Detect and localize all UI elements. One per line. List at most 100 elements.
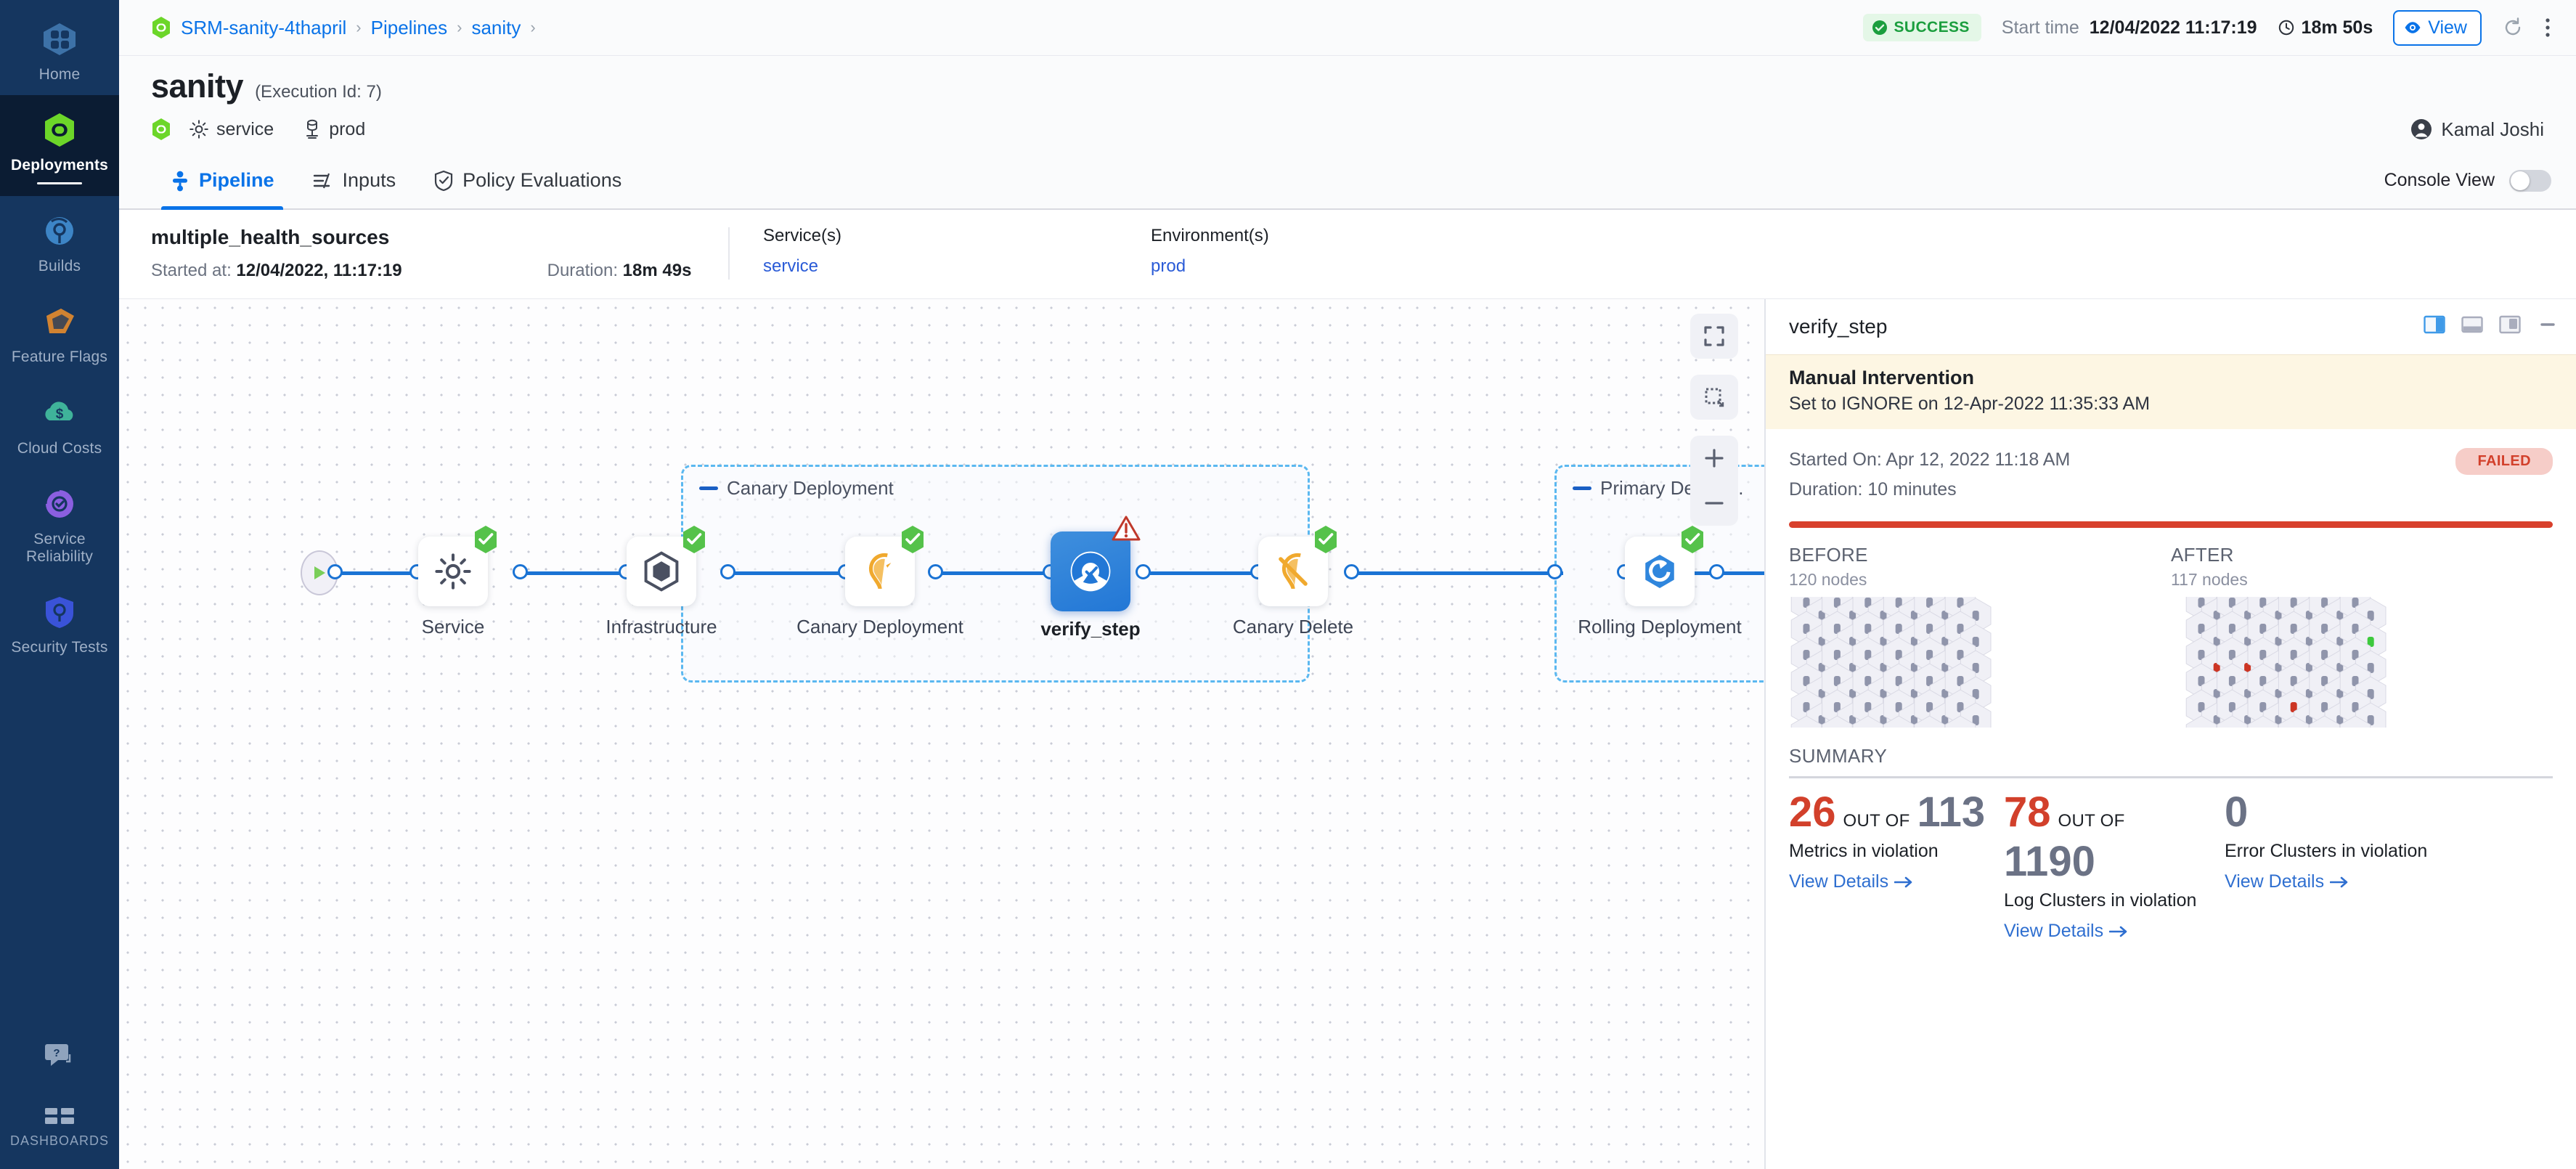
service-chip-label: service <box>216 118 274 139</box>
sidebar-item-deployments[interactable]: Deployments <box>0 95 119 197</box>
avatar-icon <box>2411 119 2432 139</box>
pipeline-node-rolling-deployment[interactable]: Rolling Deployment <box>1578 526 1742 638</box>
started-on: Started On: Apr 12, 2022 11:18 AM <box>1789 449 2071 470</box>
console-view-label: Console View <box>2384 170 2495 190</box>
sidebar-item-cloud-costs[interactable]: $ Cloud Costs <box>0 378 119 469</box>
minimize-icon[interactable] <box>2537 314 2559 341</box>
pipeline-node-canary-delete[interactable]: Canary Delete <box>1233 526 1353 638</box>
breadcrumb-item-pipeline[interactable]: sanity <box>471 16 521 38</box>
select-area-icon[interactable] <box>1690 375 1738 420</box>
arrow-right-icon <box>1894 876 1912 887</box>
step-duration: Duration: 10 minutes <box>1789 479 1957 500</box>
node-label: Infrastructure <box>606 616 717 638</box>
environment-chip-label: prod <box>329 118 366 139</box>
builds-icon <box>46 217 73 245</box>
security-tests-icon <box>46 596 73 628</box>
summary-line: 26 OUT OF 113 <box>1789 791 2001 834</box>
panel-float-icon[interactable] <box>2499 314 2521 341</box>
zoom-out-icon[interactable] <box>1690 481 1738 526</box>
summary-line: 78 OUT OF 1190 <box>2004 791 2222 883</box>
sidebar-item-label: Security Tests <box>11 638 108 656</box>
fit-to-screen-icon[interactable] <box>1690 314 1738 359</box>
flow-edge <box>522 571 629 575</box>
refresh-icon[interactable] <box>2502 17 2524 38</box>
canary-delete-icon <box>1279 553 1308 590</box>
view-details-label: View Details <box>2004 921 2104 941</box>
view-details-link[interactable]: View Details <box>2004 921 2128 942</box>
sidebar-item-builds[interactable]: Builds <box>0 196 119 287</box>
start-time-label: Start time <box>2001 17 2079 38</box>
view-details-link[interactable]: View Details <box>1789 871 1913 892</box>
console-view-switch[interactable] <box>2509 169 2551 192</box>
collapse-dash-icon[interactable] <box>699 486 718 490</box>
environments-value[interactable]: prod <box>1151 256 1186 276</box>
divider <box>728 227 730 280</box>
breadcrumb-item-project[interactable]: SRM-sanity-4thapril <box>181 16 347 38</box>
more-vertical-icon[interactable] <box>2544 17 2551 38</box>
sidebar-item-dashboards[interactable]: DASHBOARDS <box>0 1092 119 1169</box>
summary-item-error-clusters: 0 Error Clusters in violation View Detai… <box>2225 791 2442 893</box>
environment-chip[interactable]: prod <box>303 119 365 140</box>
zoom-in-icon[interactable] <box>1690 436 1738 481</box>
banner-title: Manual Intervention <box>1789 367 1975 388</box>
canary-icon <box>868 553 892 590</box>
view-details-link[interactable]: View Details <box>2225 871 2349 892</box>
view-details-label: View Details <box>2225 871 2325 892</box>
status-badge-success <box>680 525 708 559</box>
body-split: Canary Deployment Primary Deploy... <box>119 298 2576 1169</box>
service-chip[interactable]: service <box>189 119 274 140</box>
pipeline-node-verify-step[interactable]: verify_step <box>1040 516 1141 640</box>
arrow-right-icon <box>2109 926 2127 937</box>
breadcrumb-separator: › <box>530 18 536 36</box>
pipeline-name: multiple_health_sources <box>151 226 390 248</box>
step-title: verify_step <box>1789 315 1888 338</box>
pipeline-node-infrastructure[interactable]: Infrastructure <box>606 526 717 638</box>
sidebar-item-home[interactable]: Home <box>0 0 119 95</box>
svg-text:$: $ <box>56 407 64 422</box>
services-value[interactable]: service <box>763 256 819 276</box>
pipeline-node-canary-deployment[interactable]: Canary Deployment <box>796 526 963 638</box>
sidebar-item-label: Builds <box>38 258 81 275</box>
breadcrumb-separator: › <box>356 18 362 36</box>
step-details-panel: verify_step <box>1764 299 2576 1169</box>
console-view-toggle[interactable]: Console View <box>2384 152 2551 208</box>
flow-port <box>1344 564 1359 579</box>
help-chat-button[interactable]: ? <box>0 1028 119 1092</box>
status-badge-success <box>1312 525 1340 559</box>
flow-edge <box>1351 571 1563 575</box>
view-button-label: View <box>2428 17 2467 38</box>
view-button[interactable]: View <box>2393 9 2482 46</box>
step-details-header: verify_step <box>1766 299 2576 354</box>
sidebar-item-label: Cloud Costs <box>17 439 102 457</box>
before-hex-grid[interactable] <box>1789 596 2158 728</box>
collapse-dash-icon[interactable] <box>1573 486 1591 490</box>
title-row: sanity (Execution Id: 7) <box>151 68 2544 105</box>
breadcrumb-item-pipelines[interactable]: Pipelines <box>370 16 448 38</box>
node-label: verify_step <box>1040 618 1141 640</box>
project-icon <box>152 17 170 38</box>
panel-right-icon[interactable] <box>2424 314 2445 341</box>
flow-edge <box>315 571 420 575</box>
pipeline-canvas[interactable]: Canary Deployment Primary Deploy... <box>119 299 1764 1169</box>
stage-group-title: Canary Deployment <box>727 477 894 499</box>
sidebar-item-security-tests[interactable]: Security Tests <box>0 577 119 668</box>
zoom-controls <box>1690 436 1738 526</box>
tab-policy-evaluations[interactable]: Policy Evaluations <box>415 152 640 208</box>
sidebar-item-service-reliability[interactable]: Service Reliability <box>0 469 119 577</box>
sidebar-item-feature-flags[interactable]: Feature Flags <box>0 287 119 378</box>
user-menu[interactable]: Kamal Joshi <box>2410 118 2544 141</box>
after-hex-grid[interactable] <box>2184 596 2553 728</box>
dashboards-label: DASHBOARDS <box>9 1133 110 1149</box>
flow-port <box>513 564 528 579</box>
pipeline-node-service[interactable]: Service <box>418 526 497 638</box>
status-badge-label: SUCCESS <box>1894 19 1970 36</box>
summary-description: Error Clusters in violation <box>2225 840 2428 861</box>
dashboards-grid-icon <box>45 1108 74 1125</box>
top-bar-actions: SUCCESS Start time 12/04/2022 11:17:19 1… <box>1863 9 2551 46</box>
gear-icon <box>189 120 208 139</box>
tab-inputs[interactable]: Inputs <box>293 152 415 208</box>
tab-pipeline[interactable]: Pipeline <box>151 152 293 210</box>
summary-total: 113 <box>1917 788 1986 836</box>
sidebar-item-label: Home <box>38 66 81 83</box>
panel-bottom-icon[interactable] <box>2461 314 2483 341</box>
